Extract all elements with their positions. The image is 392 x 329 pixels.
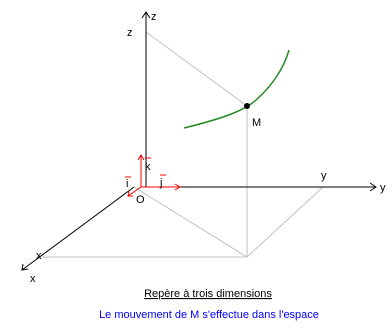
label-origin: O — [136, 194, 145, 206]
label-unit-k: k — [145, 161, 151, 173]
label-z-proj: z — [127, 27, 133, 39]
proj-y-to-foot — [246, 186, 324, 258]
point-m — [244, 103, 250, 109]
y-axis-arrow — [369, 182, 377, 192]
proj-z-to-m — [145, 31, 248, 107]
label-x-proj: x — [36, 250, 42, 262]
label-y-proj: y — [321, 170, 327, 182]
x-axis-arrow — [21, 263, 29, 271]
label-z-axis: z — [151, 11, 157, 23]
z-axis-arrow — [141, 11, 151, 19]
caption-title: Repère à trois dimensions — [144, 288, 272, 300]
caption-subtitle: Le mouvement de M s'effectue dans l'espa… — [99, 309, 319, 321]
label-point-m: M — [252, 117, 261, 129]
label-unit-i: i — [126, 178, 128, 190]
label-unit-j: j — [159, 177, 162, 189]
construction-lines — [42, 31, 324, 258]
label-x-axis: x — [30, 273, 36, 285]
axes — [21, 11, 377, 271]
unit-vectors — [127, 154, 181, 197]
unit-vector-i-arrow — [127, 190, 133, 197]
label-y-axis: y — [380, 182, 386, 194]
trajectory-curve — [183, 49, 290, 129]
unit-vector-i-line — [127, 186, 142, 197]
unit-vector-k-arrow — [137, 154, 145, 161]
proj-origin-to-foot — [133, 186, 248, 258]
unit-vector-j-arrow — [174, 183, 181, 191]
x-axis-line — [21, 186, 135, 271]
unit-vector-bars — [125, 157, 166, 178]
